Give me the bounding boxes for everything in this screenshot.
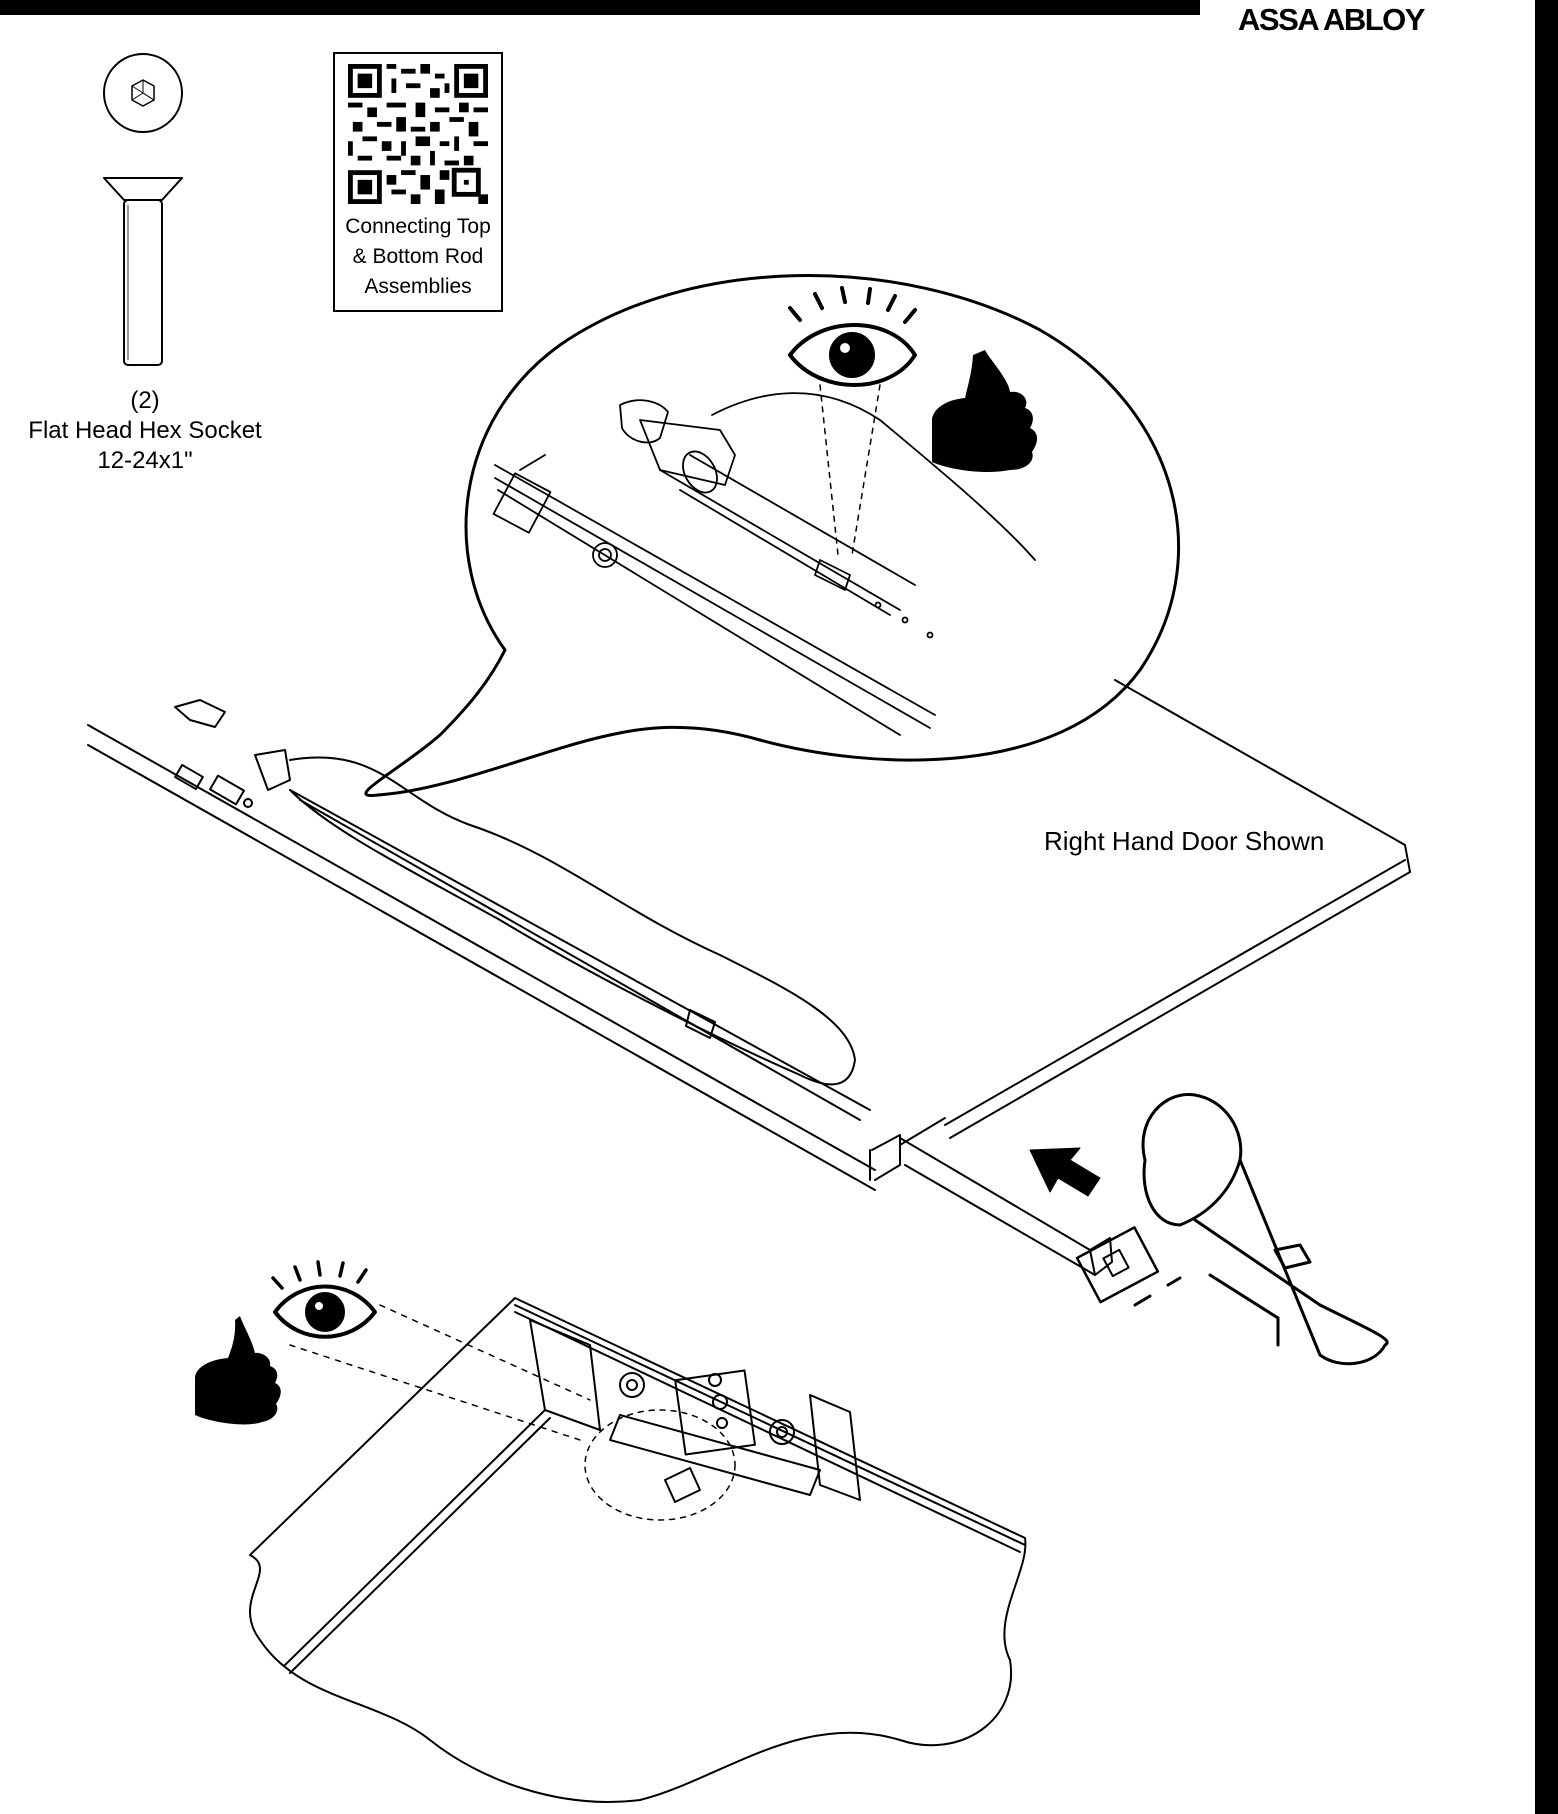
brand-logo: ASSA ABLOY xyxy=(1238,2,1425,37)
qr-panel[interactable]: Connecting Top & Bottom Rod Assemblies xyxy=(333,52,503,312)
zoom-bubble xyxy=(364,273,1180,798)
strike-plate xyxy=(1075,1226,1280,1347)
hardware-label: (2) Flat Head Hex Socket 12-24x1" xyxy=(0,386,290,476)
thumbs-up-icon xyxy=(932,350,1038,473)
eye-icon xyxy=(788,286,917,387)
hardware-quantity: (2) xyxy=(130,387,160,414)
hardware-size: 12-24x1" xyxy=(97,447,193,474)
arrow-icon xyxy=(1029,1147,1101,1197)
door-label: Right Hand Door Shown xyxy=(1044,826,1325,856)
hex-socket-icon xyxy=(103,53,183,133)
qr-caption-line-3: Assemblies xyxy=(364,275,472,298)
qr-caption: Connecting Top & Bottom Rod Assemblies xyxy=(335,212,501,302)
flashlight-icon xyxy=(1141,1092,1389,1366)
header-bar xyxy=(0,0,1200,15)
qr-code[interactable] xyxy=(348,64,488,204)
bubble-detail xyxy=(492,392,1036,736)
flat-head-screw xyxy=(103,177,183,366)
thumbs-up-icon-lower xyxy=(195,1316,281,1425)
side-bar xyxy=(1535,0,1558,1814)
eye-icon-lower xyxy=(271,1260,377,1339)
qr-caption-line-1: Connecting Top xyxy=(345,215,491,238)
bottom-detail xyxy=(249,1297,1027,1803)
qr-caption-line-2: & Bottom Rod xyxy=(352,245,484,268)
hardware-name: Flat Head Hex Socket xyxy=(28,417,262,444)
door-body xyxy=(87,679,1411,1276)
